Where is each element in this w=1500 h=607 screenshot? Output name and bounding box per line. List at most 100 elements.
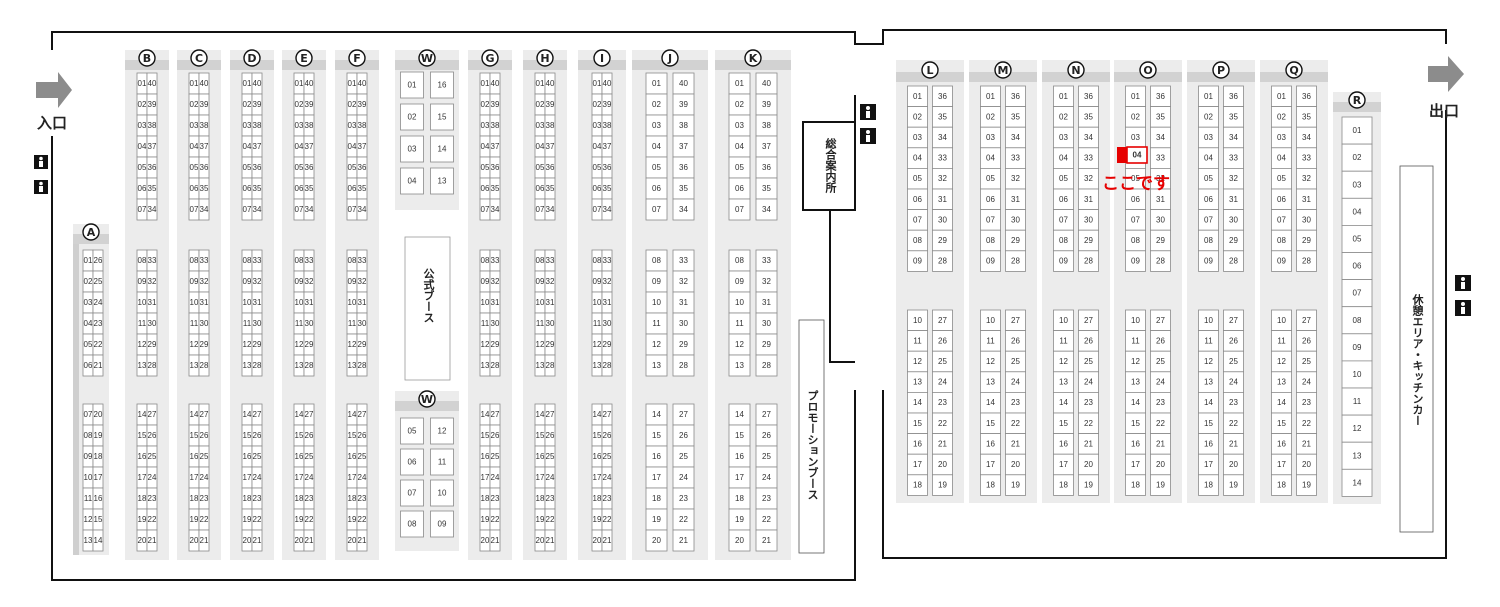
booth-number: 14 xyxy=(295,410,304,419)
booth-number: 10 xyxy=(348,298,357,307)
booth-number: 15 xyxy=(243,431,252,440)
booth-number: 20 xyxy=(938,460,947,469)
booth-number: 20 xyxy=(1084,460,1093,469)
booth-number: 14 xyxy=(1353,478,1362,487)
booth-number: 14 xyxy=(243,410,252,419)
booth-number: 23 xyxy=(253,494,262,503)
booth-number: 08 xyxy=(481,256,490,265)
booth-number: 01 xyxy=(1204,92,1213,101)
booth-number: 14 xyxy=(1204,398,1213,407)
booth-number: 04 xyxy=(913,154,922,163)
booth-cell xyxy=(1078,474,1099,496)
restroom-icon-center-1 xyxy=(860,104,876,120)
row-label: B xyxy=(143,52,151,65)
booth-number: 15 xyxy=(652,431,661,440)
booth-number: 08 xyxy=(408,520,417,529)
booth-number: 09 xyxy=(84,452,93,461)
booth-number: 08 xyxy=(1353,316,1362,325)
booth-cell xyxy=(356,198,368,221)
booth-number: 22 xyxy=(491,515,500,524)
booth-number: 23 xyxy=(200,494,209,503)
booth-number: 14 xyxy=(735,410,744,419)
booth-number: 24 xyxy=(938,378,947,387)
booth-number: 14 xyxy=(1131,398,1140,407)
booth-number: 32 xyxy=(1156,174,1165,183)
booth-number: 28 xyxy=(603,361,612,370)
booth-number: 32 xyxy=(1229,174,1238,183)
booth-number: 33 xyxy=(546,256,555,265)
booth-cell xyxy=(728,198,751,221)
row-label-circle xyxy=(1139,61,1157,79)
booth-number: 34 xyxy=(358,205,367,214)
booth-number: 12 xyxy=(652,340,661,349)
booth-number: 34 xyxy=(1229,133,1238,142)
row-label-circle xyxy=(295,49,313,67)
booth-number: 06 xyxy=(1353,262,1362,271)
booth-number: 13 xyxy=(1277,378,1286,387)
booth-number: 18 xyxy=(1204,481,1213,490)
booth-number: 36 xyxy=(1011,92,1020,101)
booth-number: 28 xyxy=(358,361,367,370)
booth-cell xyxy=(1341,197,1373,226)
booth-number: 34 xyxy=(1011,133,1020,142)
booth-number: 08 xyxy=(1059,236,1068,245)
booth-number: 12 xyxy=(481,340,490,349)
booth-number: 16 xyxy=(94,494,103,503)
booth-number: 22 xyxy=(1302,419,1311,428)
booth-number: 09 xyxy=(348,277,357,286)
booth-number: 39 xyxy=(491,100,500,109)
row-label: R xyxy=(1353,94,1362,107)
booth-number: 36 xyxy=(938,92,947,101)
booth-number: 06 xyxy=(652,184,661,193)
booth-number: 04 xyxy=(593,142,602,151)
booth-number: 05 xyxy=(593,163,602,172)
booth-number: 37 xyxy=(148,142,157,151)
booth-number: 04 xyxy=(348,142,357,151)
booth-number: 24 xyxy=(1302,378,1311,387)
booth-number: 14 xyxy=(1059,398,1068,407)
rest-area xyxy=(1399,165,1434,533)
booth-cell xyxy=(755,198,778,221)
booth-number: 36 xyxy=(253,163,262,172)
booth-number: 21 xyxy=(305,536,314,545)
booth-number: 04 xyxy=(1059,154,1068,163)
booth-number: 30 xyxy=(200,319,209,328)
booth-number: 40 xyxy=(679,79,688,88)
booth-number: 14 xyxy=(986,398,995,407)
booth-cell xyxy=(907,250,928,272)
booth-number: 13 xyxy=(138,361,147,370)
row-label-circle xyxy=(1067,61,1085,79)
booth-number: 13 xyxy=(1204,378,1213,387)
booth-number: 35 xyxy=(546,184,555,193)
booth-number: 20 xyxy=(593,536,602,545)
booth-number: 27 xyxy=(491,410,500,419)
booth-number: 15 xyxy=(190,431,199,440)
booth-number: 06 xyxy=(986,195,995,204)
booth-number: 24 xyxy=(148,473,157,482)
booth-cell xyxy=(430,448,454,476)
booth-number: 30 xyxy=(1156,215,1165,224)
booth-number: 13 xyxy=(243,361,252,370)
booth-cell xyxy=(430,417,454,445)
booth-number: 03 xyxy=(1059,133,1068,142)
row-label: P xyxy=(1217,64,1225,77)
booth-number: 09 xyxy=(1059,257,1068,266)
booth-number: 16 xyxy=(438,81,447,90)
booth-number: 26 xyxy=(1302,336,1311,345)
booth-number: 40 xyxy=(305,79,314,88)
booth-number: 26 xyxy=(94,256,103,265)
booth-number: 31 xyxy=(1156,195,1165,204)
booth-number: 38 xyxy=(305,121,314,130)
booth-number: 07 xyxy=(243,205,252,214)
booth-number: 19 xyxy=(94,431,103,440)
booth-number: 12 xyxy=(1059,357,1068,366)
row-label: L xyxy=(926,64,933,77)
booth-number: 31 xyxy=(148,298,157,307)
row-label: A xyxy=(87,226,96,239)
booth-number: 08 xyxy=(913,236,922,245)
booth-cell xyxy=(400,167,424,195)
booth-number: 12 xyxy=(295,340,304,349)
